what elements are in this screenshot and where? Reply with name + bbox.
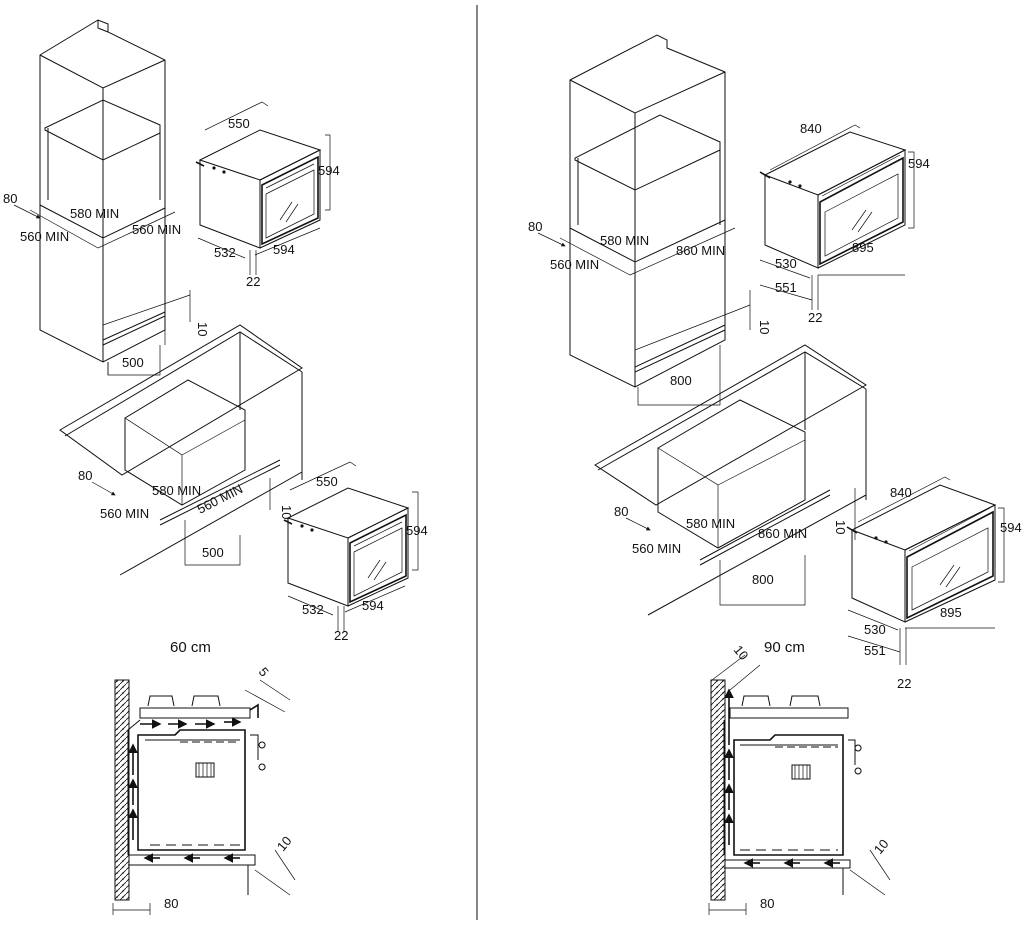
- right-uc-oven-height: 594: [1000, 520, 1022, 535]
- left-uc-oven-front: 22: [334, 628, 348, 643]
- right-uc-oven-total-depth: 551: [864, 643, 886, 658]
- left-uc-oven-body-depth: 532: [302, 602, 324, 617]
- right-col-oven-total-depth: 551: [775, 280, 797, 295]
- left-caption: 60 cm: [170, 639, 211, 656]
- right-col-oven-depth: 840: [800, 121, 822, 136]
- right-col-oven-body-depth: 530: [775, 256, 797, 271]
- right-vent-wall-gap: 80: [760, 896, 774, 911]
- left-uc-vent-width: 500: [202, 545, 224, 560]
- right-uc-min-height: 580 MIN: [686, 516, 735, 531]
- right-caption: 90 cm: [764, 639, 805, 656]
- right-col-vent-width: 800: [670, 373, 692, 388]
- left-vent-top-gap: 5: [256, 664, 272, 679]
- left-uc-min-depth: 560 MIN: [195, 481, 246, 517]
- right-vent-bottom-gap: 10: [871, 836, 892, 857]
- right-vent-top-gap: 10: [731, 642, 752, 663]
- right-uc-oven-front: 22: [897, 676, 911, 691]
- left-undercounter-cabinet: [59, 324, 303, 576]
- right-col-oven-height: 594: [908, 156, 930, 171]
- left-col-min-height: 580 MIN: [70, 206, 119, 221]
- left-column-cabinet: [39, 19, 191, 375]
- left-col-oven-depth: 550: [228, 116, 250, 131]
- right-col-min-height: 580 MIN: [600, 233, 649, 248]
- right-uc-min-depth: 860 MIN: [758, 526, 807, 541]
- left-col-oven-front: 22: [246, 274, 260, 289]
- left-uc-min-height: 580 MIN: [152, 483, 201, 498]
- right-col-min-width: 560 MIN: [550, 257, 599, 272]
- left-col-min-depth: 560 MIN: [132, 222, 181, 237]
- left-uc-vent-gap: 10: [279, 505, 294, 519]
- right-col-vent-gap: 10: [757, 320, 772, 334]
- right-uc-vent-width: 800: [752, 572, 774, 587]
- left-col-oven-height: 594: [318, 163, 340, 178]
- right-col-oven-width: 895: [852, 240, 874, 255]
- left-col-vent-width: 500: [122, 355, 144, 370]
- right-uc-oven-width: 895: [940, 605, 962, 620]
- left-ventilation-section: [112, 679, 296, 915]
- right-undercounter-oven: [846, 484, 997, 623]
- left-uc-rear-gap: 80: [78, 468, 92, 483]
- right-col-min-depth: 860 MIN: [676, 243, 725, 258]
- left-vent-bottom-gap: 10: [274, 833, 295, 854]
- right-column-oven: [759, 131, 907, 269]
- left-col-vent-gap: 10: [195, 322, 210, 336]
- right-uc-rear-gap: 80: [614, 504, 628, 519]
- left-column-oven: [195, 129, 321, 249]
- left-vent-wall-gap: 80: [164, 896, 178, 911]
- left-col-rear-gap: 80: [3, 191, 17, 206]
- right-col-oven-front: 22: [808, 310, 822, 325]
- right-uc-oven-depth: 840: [890, 485, 912, 500]
- right-column-cabinet: [569, 34, 751, 406]
- left-undercounter-oven: [283, 487, 409, 607]
- right-uc-oven-body-depth: 530: [864, 622, 886, 637]
- left-uc-min-width: 560 MIN: [100, 506, 149, 521]
- right-uc-min-width: 560 MIN: [632, 541, 681, 556]
- left-uc-oven-depth: 550: [316, 474, 338, 489]
- left-uc-oven-height: 594: [406, 523, 428, 538]
- left-uc-oven-width: 594: [362, 598, 384, 613]
- right-uc-vent-gap: 10: [833, 520, 848, 534]
- left-col-oven-body-depth: 532: [214, 245, 236, 260]
- left-col-oven-width: 594: [273, 242, 295, 257]
- right-col-rear-gap: 80: [528, 219, 542, 234]
- right-ventilation-section: [708, 654, 891, 915]
- right-undercounter-cabinet: [594, 344, 867, 616]
- left-col-min-width: 560 MIN: [20, 229, 69, 244]
